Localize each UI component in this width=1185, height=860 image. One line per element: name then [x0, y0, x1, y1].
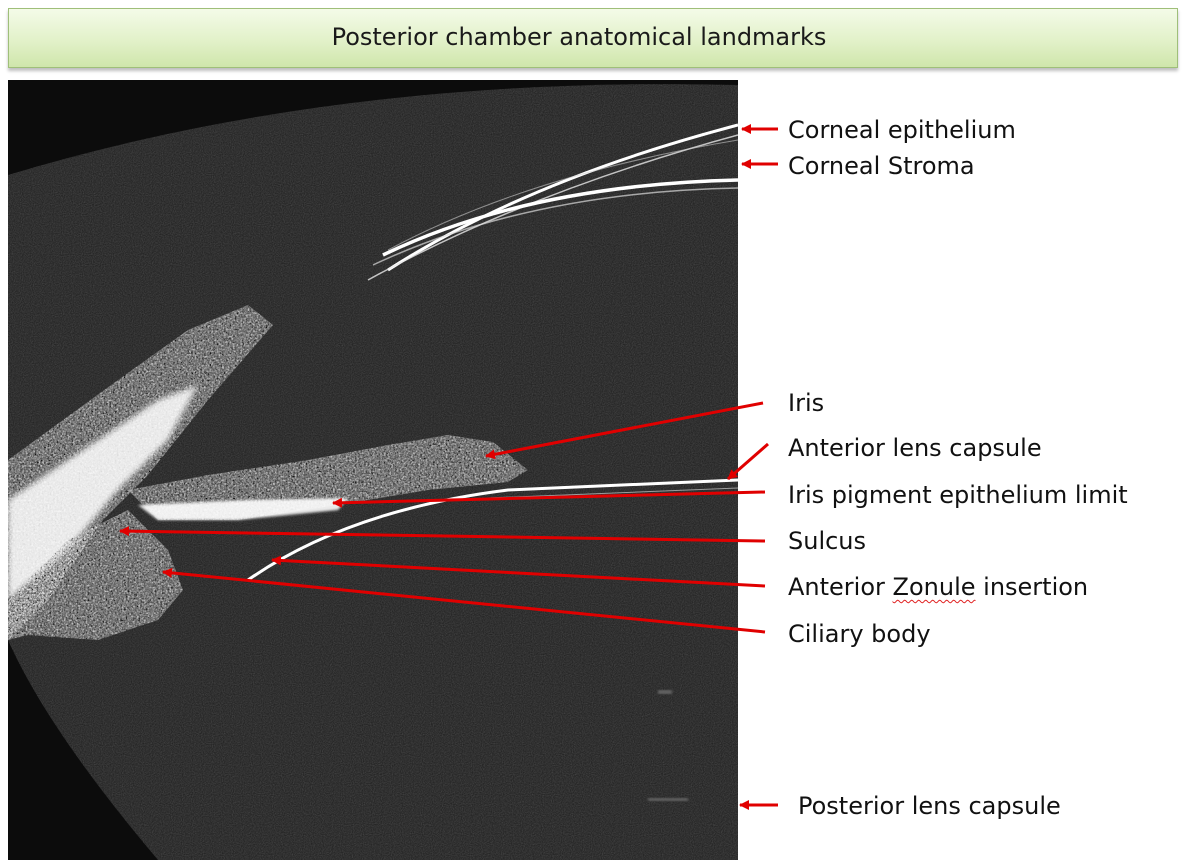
scan-graphic — [8, 80, 738, 860]
diagram-title: Posterior chamber anatomical landmarks — [332, 23, 827, 51]
label-posterior-lens-capsule: Posterior lens capsule — [798, 794, 1061, 818]
label-anterior-zonule-underlined: Zonule — [893, 573, 976, 601]
label-ciliary-body: Ciliary body — [788, 622, 931, 646]
label-corneal-stroma: Corneal Stroma — [788, 154, 975, 178]
ultrasound-scan-image — [8, 80, 738, 860]
label-sulcus: Sulcus — [788, 529, 866, 553]
label-iris: Iris — [788, 391, 824, 415]
title-banner: Posterior chamber anatomical landmarks — [8, 8, 1178, 68]
label-iris-pigment-epithelium-limit: Iris pigment epithelium limit — [788, 483, 1128, 507]
label-anterior-zonule-insertion: Anterior Zonule insertion — [788, 575, 1088, 599]
label-corneal-epithelium: Corneal epithelium — [788, 118, 1016, 142]
label-anterior-zonule-prefix: Anterior — [788, 573, 893, 601]
label-anterior-lens-capsule: Anterior lens capsule — [788, 436, 1042, 460]
label-anterior-zonule-suffix: insertion — [976, 573, 1089, 601]
